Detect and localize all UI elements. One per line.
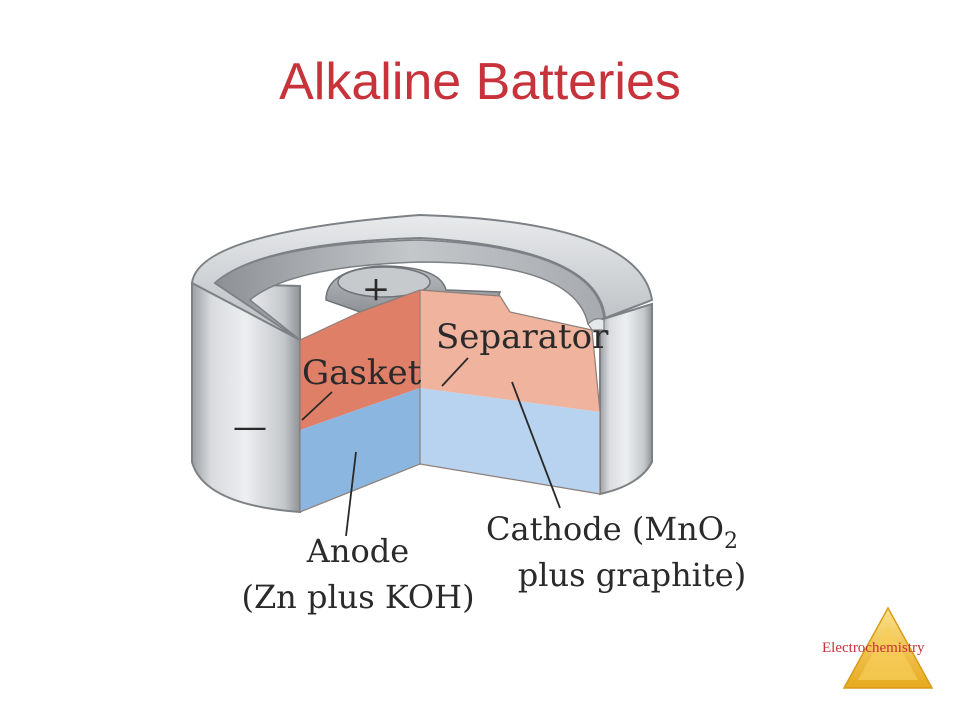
page-title: Alkaline Batteries — [279, 53, 681, 111]
footer-label: Electrochemistry — [822, 640, 925, 656]
anode-label: Anode — [306, 532, 409, 570]
separator-leader-line — [441, 357, 469, 387]
anode-sublabel: (Zn plus KOH) — [241, 578, 474, 616]
positive-terminal-symbol: + — [362, 269, 391, 309]
casing-top-rim — [190, 213, 654, 341]
gasket-leader-line — [301, 391, 333, 421]
cathode-subscript: 2 — [724, 529, 738, 554]
cut-face-outline — [299, 289, 601, 513]
casing-outer-wall-right — [599, 302, 653, 496]
casing-right-lip — [587, 318, 605, 331]
cathode-leader-line — [511, 381, 561, 509]
anode-region — [300, 388, 420, 512]
positive-terminal-top — [337, 266, 431, 298]
separator-label: Separator — [436, 317, 609, 357]
cathode-sublabel: plus graphite) — [518, 556, 746, 594]
gasket-label: Gasket — [302, 353, 422, 393]
separator-region — [420, 290, 600, 412]
cathode-label: Cathode (MnO2 — [486, 510, 738, 554]
anode-leader-line — [345, 451, 357, 537]
negative-terminal-symbol: — — [233, 407, 267, 447]
cathode-region — [420, 388, 600, 494]
